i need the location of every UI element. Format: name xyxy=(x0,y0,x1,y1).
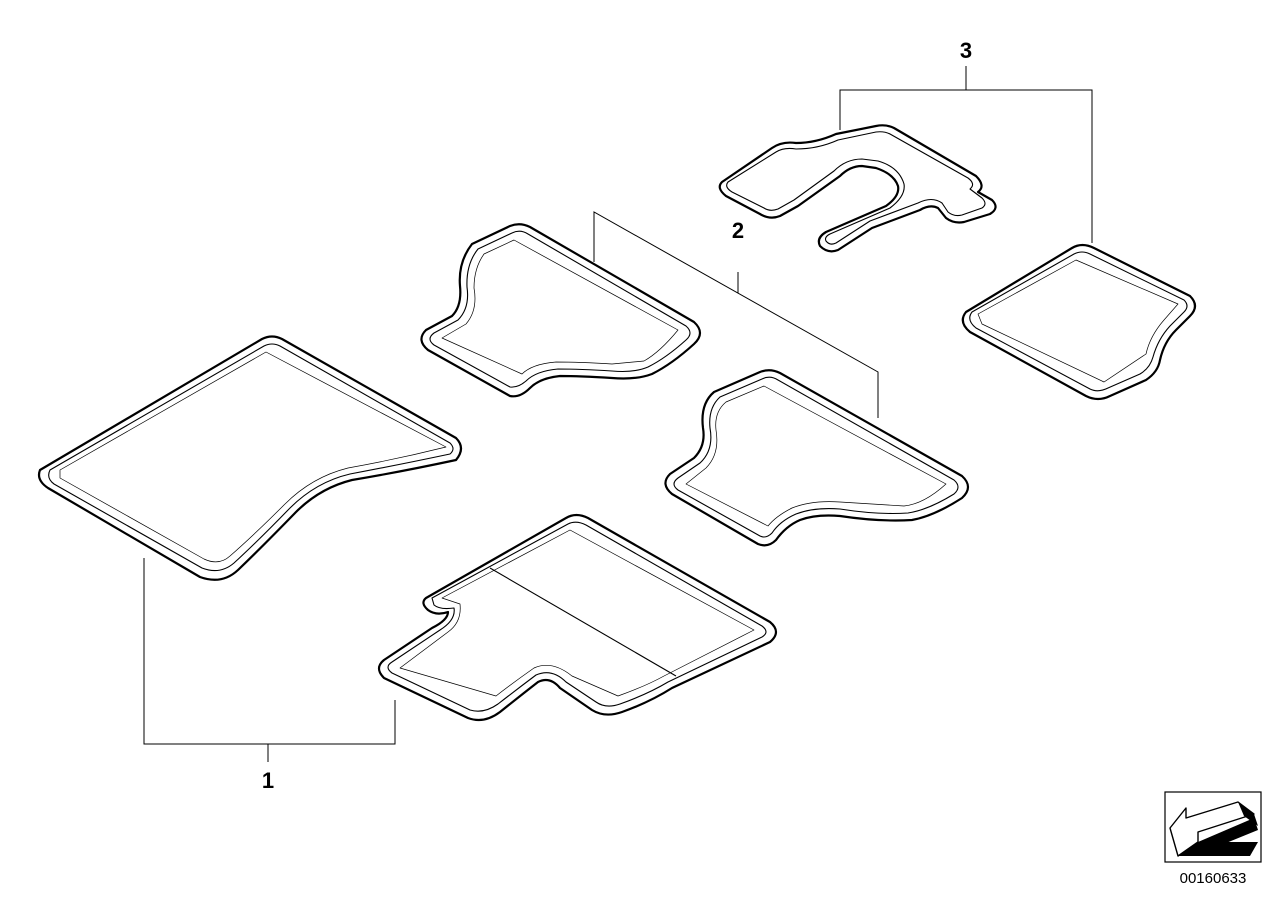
rear-right-mat xyxy=(664,369,970,547)
leader-part-2 xyxy=(593,211,879,418)
callout-2: 2 xyxy=(732,218,744,243)
callout-1: 1 xyxy=(262,768,274,793)
leader-lines xyxy=(143,66,1093,762)
third-row-center-mat xyxy=(718,124,997,264)
leader-part-1 xyxy=(143,558,396,745)
front-left-mat xyxy=(37,335,463,581)
third-row-side-mat xyxy=(961,243,1197,401)
rear-left-mat xyxy=(420,223,702,398)
orientation-arrow-icon xyxy=(1164,791,1262,863)
front-right-mat xyxy=(377,513,778,722)
catalog-number: 00160633 xyxy=(1180,870,1247,887)
callout-3: 3 xyxy=(960,38,972,63)
